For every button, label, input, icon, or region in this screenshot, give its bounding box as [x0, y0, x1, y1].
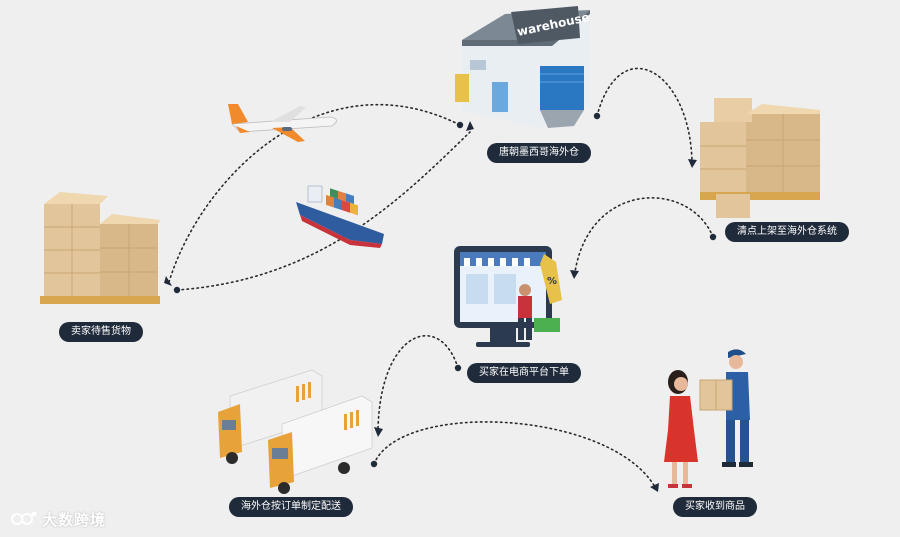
- airplane-icon: [228, 104, 337, 142]
- step-seller-goods-label: 卖家待售货物: [59, 322, 143, 342]
- connector-start-dot: [370, 460, 378, 468]
- step-warehouse-delivery-label: 海外仓按订单制定配送: [229, 497, 353, 517]
- step-buyer-order-label: 买家在电商平台下单: [467, 363, 581, 383]
- connector-start-dot: [173, 286, 181, 294]
- connector-to-delivery: [377, 335, 459, 431]
- step-inventory-shelving-label: 清点上架至海外仓系统: [725, 222, 849, 242]
- connector-start-dot: [456, 121, 464, 129]
- connector-air-route: [168, 103, 461, 283]
- delivery-trucks-icon: [218, 369, 373, 494]
- arrowhead: [570, 270, 579, 279]
- brand-name: 大数跨境: [42, 510, 107, 529]
- brand-logo-icon: [11, 511, 37, 525]
- connector-start-dot: [709, 233, 717, 241]
- connector-to-order: [574, 197, 714, 273]
- arrowhead: [650, 483, 659, 492]
- ecommerce-screen-icon: %: [454, 246, 562, 347]
- connector-start-dot: [593, 112, 601, 120]
- cargo-ship-icon: [296, 185, 384, 248]
- step-buyer-receives-label: 买家收到商品: [673, 497, 757, 517]
- courier-handoff-icon: [664, 349, 753, 488]
- connector-start-dot: [454, 364, 462, 372]
- connector-to-shelving: [596, 67, 693, 163]
- svg-text:%: %: [547, 276, 557, 287]
- arrowhead: [688, 159, 697, 168]
- arrowhead: [374, 427, 383, 437]
- arrowhead: [466, 121, 474, 131]
- truck-front: [268, 395, 373, 494]
- pallet-boxes-icon: [700, 98, 820, 218]
- brand-watermark: 大数跨境: [10, 508, 106, 530]
- step-mexico-warehouse-label: 唐朝墨西哥海外仓: [487, 143, 591, 163]
- warehouse-icon: warehouse: [455, 6, 591, 128]
- connector-to-buyer: [373, 421, 656, 488]
- arrowhead: [164, 276, 172, 286]
- connector-sea-route: [176, 131, 471, 291]
- connector-arrowheads: [164, 112, 717, 492]
- pallet-boxes-icon: [40, 192, 160, 304]
